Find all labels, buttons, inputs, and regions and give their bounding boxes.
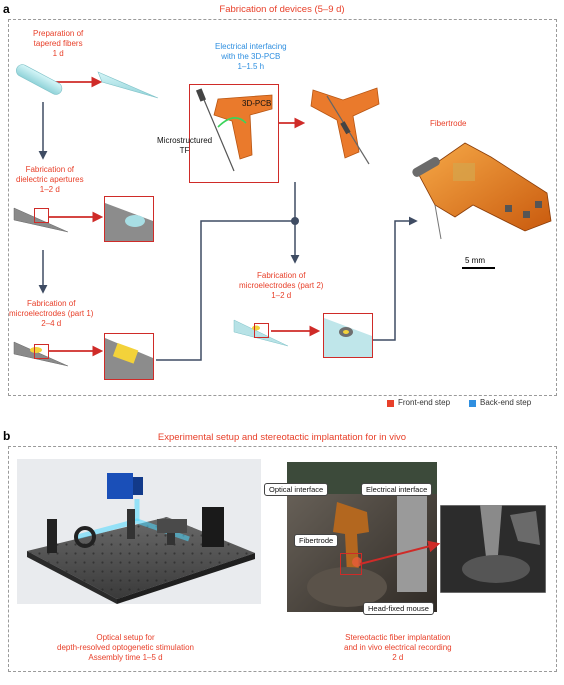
dielectric-tip-illustration	[13, 207, 69, 233]
fibertrode-photo	[412, 142, 552, 240]
micro2-zoom-box	[323, 313, 373, 358]
pcb-inset-label: 3D-PCB	[242, 99, 272, 108]
micro1-select-box	[34, 344, 49, 359]
tag-fibertrode: Fibertrode	[294, 534, 339, 547]
tag-head-fixed-mouse: Head-fixed mouse	[363, 602, 434, 615]
legend-back-swatch	[469, 400, 476, 407]
label-fibertrode: Fibertrode	[430, 119, 467, 128]
pcb-assembled-illustration	[310, 87, 380, 165]
dielectric-select-box	[34, 208, 49, 223]
panel-a-title: Fabrication of devices (5–9 d)	[219, 4, 345, 15]
photo-zoom-arrow	[359, 540, 441, 565]
panel-a-arrows	[38, 76, 418, 361]
scale-bar-label: 5 mm	[465, 256, 485, 265]
panel-b-frame	[8, 446, 557, 672]
pcb-inset-illustration	[195, 88, 273, 172]
micro1-tip-illustration	[13, 341, 69, 367]
connector-micro1-to-junction	[156, 220, 295, 361]
scale-bar-line	[462, 267, 495, 269]
legend-front-label: Front-end step	[398, 398, 451, 407]
panel-b-letter: b	[3, 429, 11, 443]
fiber-illustration	[16, 64, 159, 99]
legend-front-swatch	[387, 400, 394, 407]
legend-back-label: Back-end step	[480, 398, 532, 407]
tag-electrical-interface: Electrical interface	[361, 483, 433, 496]
micro2-select-box	[254, 323, 269, 338]
panel-a-letter: a	[3, 2, 10, 16]
panel-a-frame	[8, 19, 557, 396]
dielectric-zoom-box	[104, 196, 154, 242]
tag-optical-interface: Optical interface	[264, 483, 329, 496]
arrow-micro2-to-fibertrode	[371, 216, 418, 341]
panel-b-title: Experimental setup and stereotactic impl…	[157, 432, 407, 443]
optical-setup-render	[17, 459, 261, 604]
micro1-zoom-box	[104, 333, 154, 380]
microscope-inset	[440, 505, 546, 593]
